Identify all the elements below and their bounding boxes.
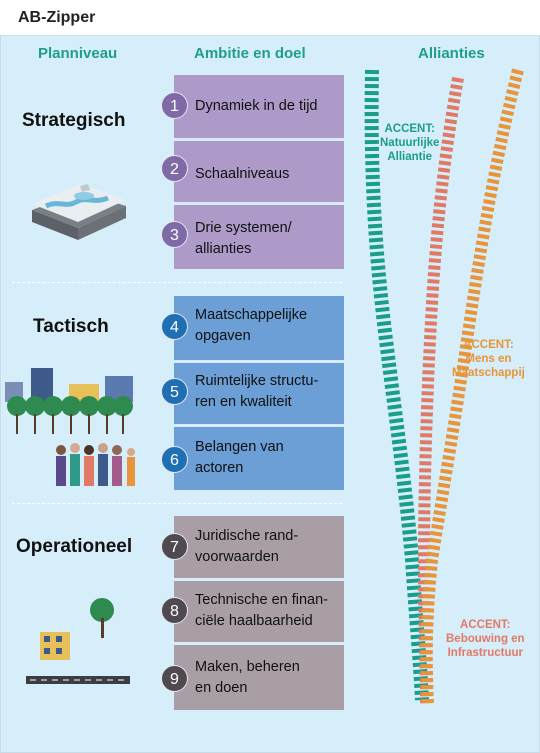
item-number-2: 2 (161, 155, 188, 182)
panel-separator (174, 642, 344, 645)
item-number-9: 9 (161, 665, 188, 692)
item-label-7: Juridische rand- voorwaarden (195, 528, 299, 565)
item-number-8: 8 (161, 597, 188, 624)
item-number-4: 4 (161, 313, 188, 340)
header-allianties: Allianties (418, 45, 485, 62)
item-number-1: 1 (161, 92, 188, 119)
header-ambitie: Ambitie en doel (194, 45, 306, 62)
item-number-6: 6 (161, 446, 188, 473)
header-planniveau: Planniveau (38, 45, 118, 62)
landscape-block-icon (32, 184, 126, 240)
panel-separator (174, 578, 344, 581)
item-label-2: Schaalniveaus (195, 166, 290, 182)
level-strategisch: Strategisch (22, 110, 126, 131)
divider-tactisch-operationeel (12, 503, 342, 504)
panel-separator (174, 424, 344, 427)
panel-separator (174, 360, 344, 363)
item-label-5: Ruimtelijke structu- ren en kwaliteit (195, 373, 319, 410)
item-label-3: Drie systemen/ allianties (195, 220, 292, 257)
divider-strategisch-tactisch (12, 282, 342, 283)
item-label-9: Maken, beheren en doen (195, 659, 300, 696)
item-number-5: 5 (161, 378, 188, 405)
level-tactisch: Tactisch (33, 316, 109, 337)
panel-operationeel (174, 516, 344, 710)
panel-separator (174, 202, 344, 205)
accent-bebouwing-infrastructuur: ACCENT: Bebouwing en Infrastructuur (446, 619, 525, 659)
item-label-8: Technische en finan- ciële haalbaarheid (195, 592, 328, 629)
diagram-title: AB-Zipper (18, 9, 96, 26)
strand-mens-maatschappij (420, 68, 524, 705)
item-number-3: 3 (161, 221, 188, 248)
level-operationeel: Operationeel (16, 536, 133, 557)
zipper-strands (364, 68, 524, 705)
strand-natuurlijke-alliantie (364, 69, 429, 701)
panel-separator (174, 138, 344, 141)
city-trees-people-icon (5, 368, 135, 486)
panel-strategisch (174, 75, 344, 269)
title-bar: AB-Zipper (0, 0, 540, 36)
item-label-4: Maatschappelijke opgaven (195, 307, 308, 344)
panel-tactisch (174, 296, 344, 490)
item-label-6: Belangen van actoren (195, 439, 284, 476)
accent-mens-maatschappij: ACCENT: Mens en Maatschappij (452, 339, 525, 379)
item-label-1: Dynamiek in de tijd (195, 98, 318, 114)
item-number-7: 7 (161, 533, 188, 560)
strand-bebouwing-infrastructuur (417, 76, 464, 705)
accent-natuurlijke-alliantie: ACCENT: Natuurlijke Alliantie (380, 123, 440, 163)
building-tree-road-icon (26, 598, 130, 684)
